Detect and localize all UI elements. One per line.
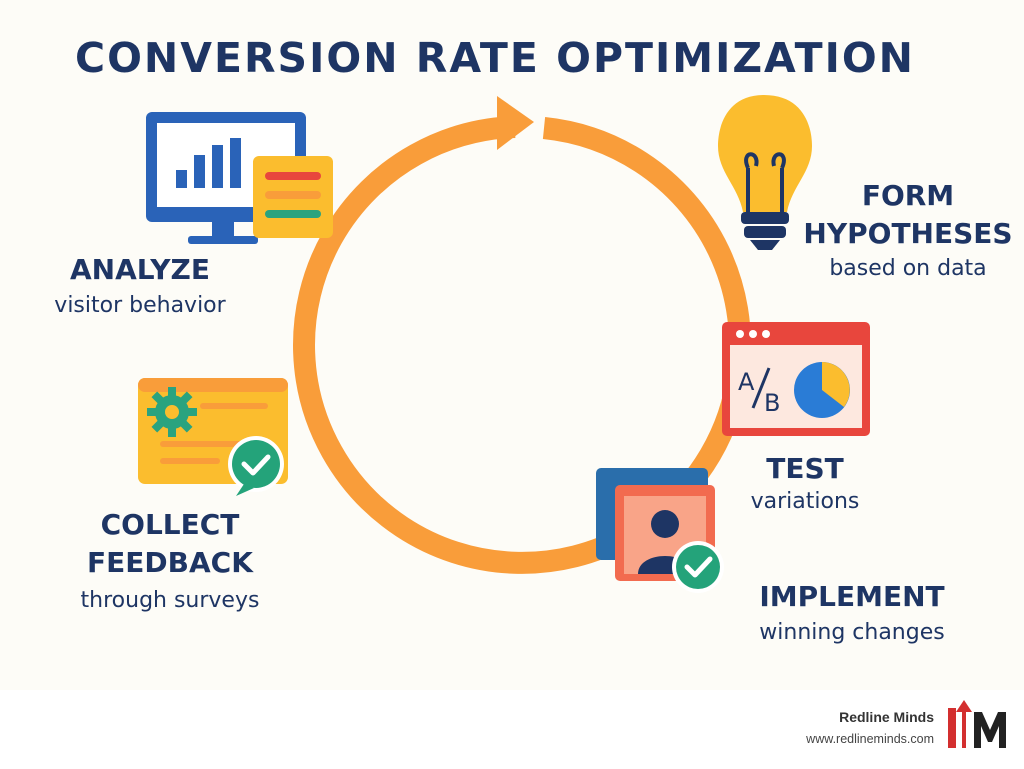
step-sub-implement: winning changes: [759, 620, 945, 645]
ab-test-window-icon: A B: [722, 322, 870, 436]
step-heading-implement: IMPLEMENT: [759, 580, 945, 613]
step-heading-test: TEST: [766, 452, 844, 485]
step-heading-form-hypotheses: FORM HYPOTHESES: [803, 179, 1013, 250]
ab-label-b: B: [764, 389, 780, 417]
step-heading-analyze: ANALYZE: [70, 253, 210, 286]
monitor-bar-chart-icon: [146, 112, 333, 244]
gear-chat-check-icon: [138, 378, 288, 496]
step-sub-form-hypotheses: based on data: [829, 256, 987, 281]
ab-label-a: A: [738, 368, 755, 396]
user-profile-check-icon: [596, 468, 724, 593]
cycle-diagram: A B: [138, 95, 870, 593]
brand-logo-icon: [948, 700, 1006, 748]
step-sub-analyze: visitor behavior: [54, 293, 226, 318]
step-sub-test: variations: [750, 489, 860, 514]
brand-url[interactable]: www.redlineminds.com: [806, 732, 934, 746]
lightbulb-icon: [718, 95, 812, 250]
brand-name: Redline Minds: [839, 709, 934, 725]
page-title: CONVERSION RATE OPTIMIZATION: [74, 34, 915, 82]
step-sub-collect-feedback: through surveys: [80, 588, 260, 613]
cycle-arrow: [293, 96, 751, 574]
step-heading-collect-feedback: COLLECT FEEDBACK: [87, 508, 253, 579]
